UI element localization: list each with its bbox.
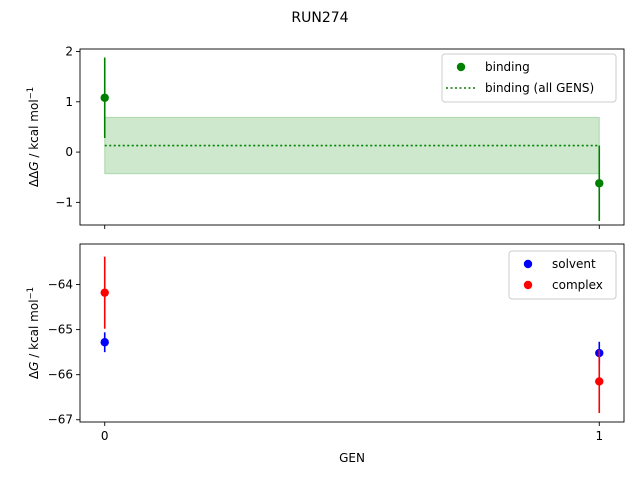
legend-marker <box>456 62 466 72</box>
legend-marker <box>523 280 533 290</box>
legend: binding binding (all GENS) <box>441 53 617 103</box>
figure-title: RUN274 <box>291 10 348 26</box>
y-tick-label: 0 <box>65 145 73 159</box>
y-tick-label: −65 <box>48 323 73 337</box>
data-point <box>100 93 109 102</box>
y-axis-label: ΔΔG / kcal mol−1 <box>26 87 41 187</box>
y-tick-label: −64 <box>48 278 73 292</box>
y-tick-label: −66 <box>48 368 73 382</box>
top-panel-binding: 2 1 0 −1 ΔΔG / kcal mol−1 binding binding (all… <box>26 45 625 229</box>
legend-label: binding <box>485 60 530 74</box>
legend: solvent complex <box>508 250 617 300</box>
legend-marker <box>523 259 533 269</box>
x-tick-label: 0 <box>101 429 109 443</box>
legend-label: binding (all GENS) <box>485 81 594 95</box>
y-tick-label: 2 <box>65 45 73 59</box>
data-point <box>100 338 109 347</box>
data-point <box>100 288 109 297</box>
y-tick-label: −67 <box>48 413 73 427</box>
data-point <box>595 377 604 386</box>
legend-label: solvent <box>552 257 596 271</box>
legend-label: complex <box>552 278 603 292</box>
data-point <box>595 179 604 188</box>
y-tick-label: −1 <box>55 195 73 209</box>
y-tick-label: 1 <box>65 95 73 109</box>
axes-frame <box>79 243 625 423</box>
y-axis-label: ΔG / kcal mol−1 <box>26 287 41 379</box>
legend-box <box>441 53 617 103</box>
x-tick-label: 1 <box>595 429 603 443</box>
x-axis-label: GEN <box>339 451 365 465</box>
legend-box <box>508 250 617 300</box>
bottom-panel-solvent-complex: −64 −65 −66 −67 0 1 ΔG / kcal mol−1 solvent comp… <box>26 243 625 443</box>
axes-frame <box>79 48 625 226</box>
